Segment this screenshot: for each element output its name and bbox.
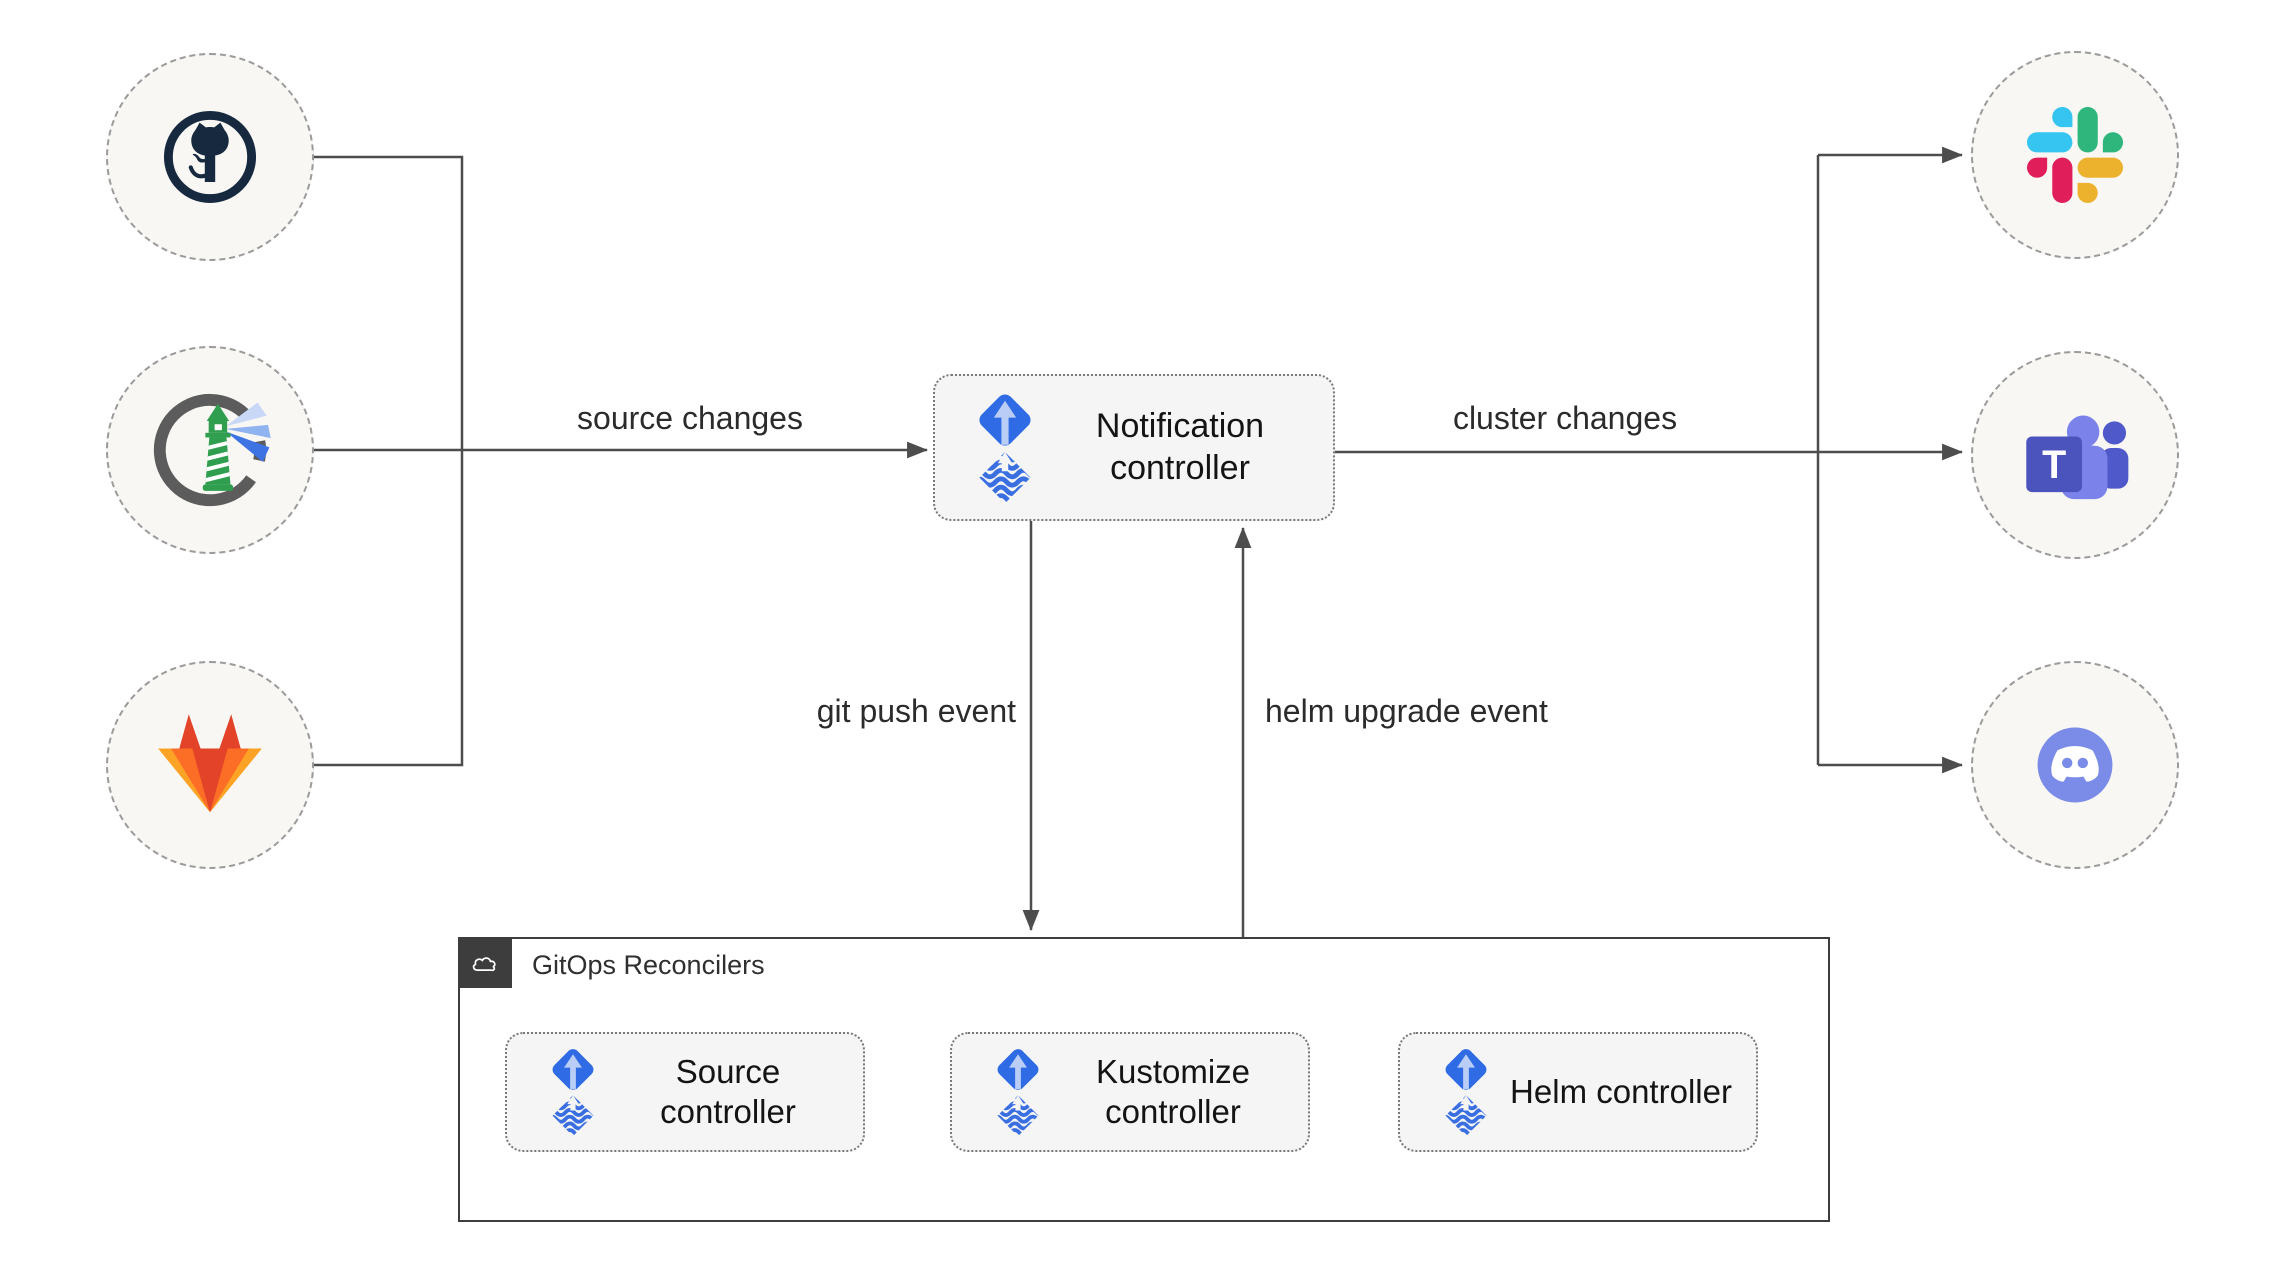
github-icon: [158, 105, 262, 209]
slack-icon: [2027, 107, 2123, 203]
discord-icon: [2023, 713, 2127, 817]
provider-node-teams: [1971, 351, 2179, 559]
source-node-github: [106, 53, 314, 261]
flux-icon: [965, 388, 1045, 508]
provider-node-slack: [1971, 51, 2179, 259]
teams-icon: [2017, 397, 2133, 513]
container-title: GitOps Reconcilers: [532, 950, 765, 980]
harbor-lighthouse-icon: [144, 384, 276, 516]
notification-controller-box: Notification controller: [933, 374, 1335, 521]
cloud-icon: [466, 949, 504, 976]
helm-controller-box: Helm controller: [1398, 1032, 1758, 1152]
left-bus-line: [313, 155, 464, 767]
flux-icon: [1434, 1044, 1498, 1140]
flux-icon: [986, 1044, 1050, 1140]
edge-label-git-push-event: git push event: [816, 693, 1016, 729]
provider-node-discord: [1971, 661, 2179, 869]
source-controller-box: Source controller: [505, 1032, 865, 1152]
kustomize-controller-label: Kustomize controller: [1095, 1052, 1251, 1130]
edge-label-source-changes: source changes: [577, 400, 803, 436]
gitlab-icon: [151, 706, 269, 824]
helm-controller-label: Helm controller: [1510, 1072, 1732, 1110]
source-node-harbor: [106, 346, 314, 554]
kustomize-controller-box: Kustomize controller: [950, 1032, 1310, 1152]
container-header-badge: [458, 937, 512, 988]
flux-icon: [541, 1044, 605, 1140]
notification-controller-label: Notification controller: [1095, 407, 1265, 487]
edge-label-helm-upgrade-event: helm upgrade event: [1265, 693, 1548, 729]
source-node-gitlab: [106, 661, 314, 869]
edge-label-cluster-changes: cluster changes: [1452, 400, 1678, 436]
source-controller-label: Source controller: [660, 1052, 796, 1130]
